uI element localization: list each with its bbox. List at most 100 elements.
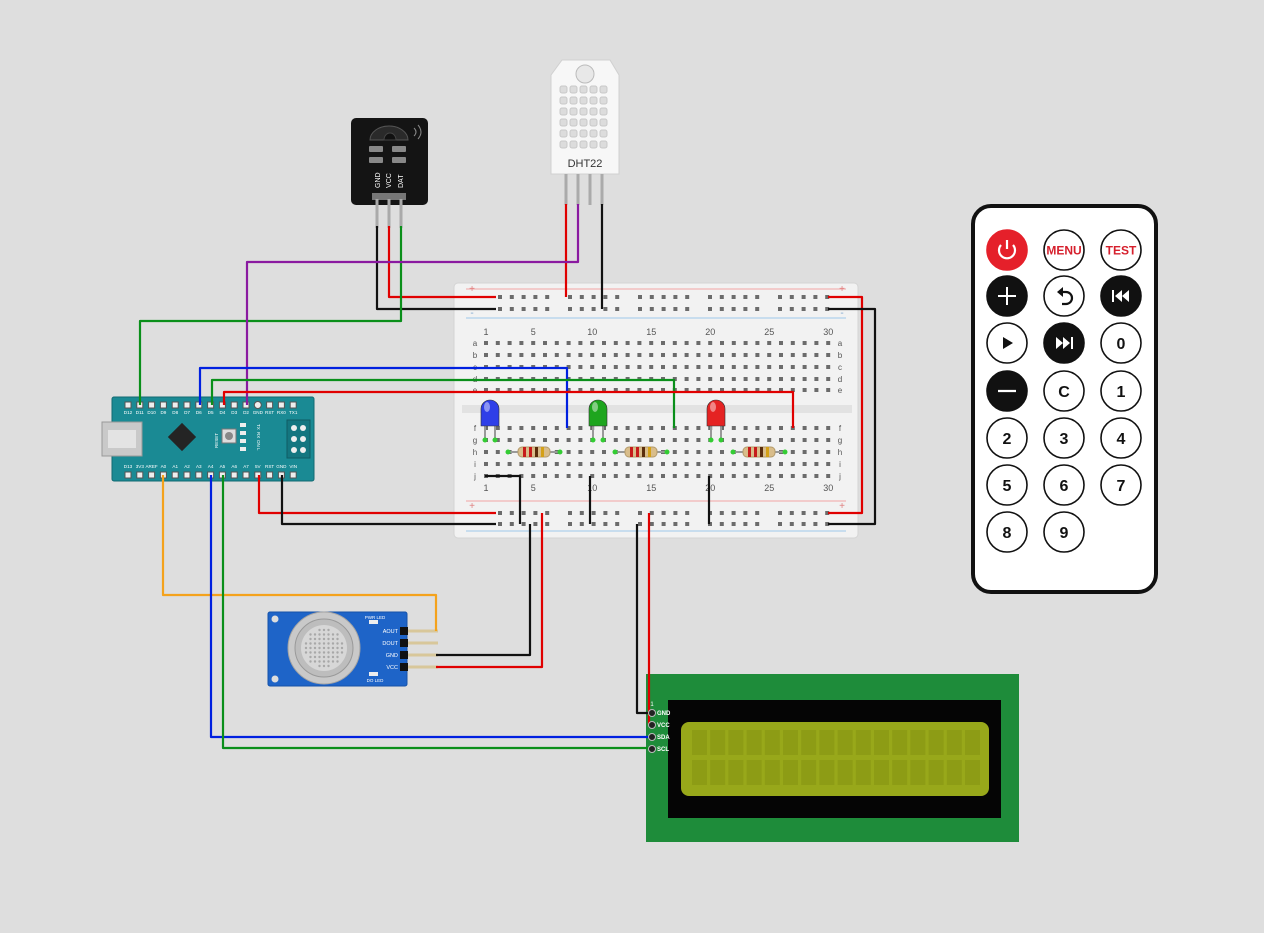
breadboard-hole [673, 295, 678, 299]
breadboard-hole [625, 341, 630, 345]
breadboard-hole [684, 377, 689, 381]
breadboard-hole [531, 426, 536, 430]
breadboard-hole [825, 307, 830, 311]
remote-button-next[interactable] [1043, 322, 1085, 364]
breadboard-hole [495, 388, 500, 392]
arduino-pin [266, 471, 274, 479]
remote-button-1[interactable]: 1 [1100, 370, 1142, 412]
remote-button-2[interactable]: 2 [986, 417, 1028, 459]
remote-button-prev[interactable] [1100, 275, 1142, 317]
remote-button-c[interactable]: C [1043, 370, 1085, 412]
breadboard-hole [672, 474, 677, 478]
breadboard-hole [696, 450, 701, 454]
remote-button-label: TEST [1106, 243, 1137, 257]
breadboard-hole [814, 388, 819, 392]
led-blue [480, 399, 500, 427]
breadboard-hole [778, 511, 782, 515]
arduino-pin-label: D3 [231, 410, 237, 415]
arduino-pin [124, 471, 132, 479]
breadboard-hole [708, 450, 713, 454]
breadboard-hole [543, 438, 547, 442]
row-letter: a [473, 339, 478, 348]
remote-button-3[interactable]: 3 [1043, 417, 1085, 459]
breadboard-hole [767, 353, 772, 357]
remote-button-power[interactable] [986, 229, 1028, 271]
breadboard-hole [637, 353, 642, 357]
breadboard-hole [720, 474, 724, 478]
remote-button-7[interactable]: 7 [1100, 464, 1142, 506]
row-letter: f [839, 424, 842, 433]
breadboard-hole [813, 511, 818, 515]
breadboard-hole [638, 511, 642, 515]
breadboard-hole [579, 522, 584, 526]
breadboard-hole [566, 426, 571, 430]
remote-button-5[interactable]: 5 [986, 464, 1028, 506]
breadboard-hole [637, 438, 642, 442]
breadboard-hole [637, 388, 642, 392]
breadboard-hole [685, 295, 690, 299]
arduino-pin [242, 471, 250, 479]
arduino-pin-label: RST [265, 410, 274, 415]
arduino-pin [148, 401, 156, 409]
arduino-pin [254, 471, 262, 479]
breadboard-hole [531, 462, 536, 466]
remote-button-minus[interactable] [986, 370, 1028, 412]
power-icon [997, 244, 1017, 260]
arduino-pin [159, 401, 167, 409]
breadboard-hole [495, 462, 500, 466]
breadboard-hole [578, 426, 583, 430]
breadboard-hole [590, 450, 595, 454]
arduino-pin [207, 401, 215, 409]
breadboard-hole [613, 341, 618, 345]
breadboard-hole [696, 426, 701, 430]
breadboard-hole [779, 474, 783, 478]
remote-button-back[interactable] [1043, 275, 1085, 317]
remote-button-menu[interactable]: MENU [1043, 229, 1085, 271]
breadboard-hole [696, 438, 701, 442]
wire-ir-vcc [387, 226, 496, 299]
dht22-sensor: DHT22 [550, 59, 620, 205]
breadboard-hole [661, 307, 666, 311]
column-number: 15 [646, 483, 656, 493]
breadboard-hole [590, 365, 595, 369]
breadboard-hole [578, 462, 583, 466]
breadboard-hole [826, 341, 831, 345]
resistor [624, 446, 658, 458]
remote-button-4[interactable]: 4 [1100, 417, 1142, 459]
remote-button-test[interactable]: TEST [1100, 229, 1142, 271]
remote-button-play[interactable] [986, 322, 1028, 364]
remote-button-8[interactable]: 8 [986, 511, 1028, 553]
remote-button-6[interactable]: 6 [1043, 464, 1085, 506]
arduino-pin-label: A1 [172, 464, 178, 469]
arduino-pin-label: D11 [136, 410, 145, 415]
plus-icon [998, 287, 1016, 305]
breadboard-hole [495, 353, 500, 357]
remote-button-plus[interactable] [986, 275, 1028, 317]
column-number: 1 [483, 483, 488, 493]
breadboard-hole [813, 307, 818, 311]
row-letter: d [838, 375, 842, 384]
arduino-pin [136, 471, 144, 479]
gas-pin-label-dout: DOUT [382, 641, 398, 647]
wire-dht-data [245, 204, 580, 405]
breadboard-hole [637, 426, 642, 430]
arduino-pin [171, 471, 179, 479]
ir-pin-label-dat: DAT [398, 174, 405, 188]
breadboard-hole [568, 295, 572, 299]
column-number: 10 [587, 483, 597, 493]
breadboard-hole [801, 511, 806, 515]
column-number: 25 [764, 483, 774, 493]
arduino-pin-label: D13 [124, 464, 133, 469]
breadboard-hole [826, 450, 831, 454]
led-green [588, 399, 608, 427]
remote-button-0[interactable]: 0 [1100, 322, 1142, 364]
breadboard-hole [602, 474, 606, 478]
next-icon [1056, 337, 1073, 349]
breadboard-hole [731, 438, 736, 442]
breadboard-hole [719, 522, 724, 526]
arduino-pin [195, 471, 203, 479]
remote-button-9[interactable]: 9 [1043, 511, 1085, 553]
